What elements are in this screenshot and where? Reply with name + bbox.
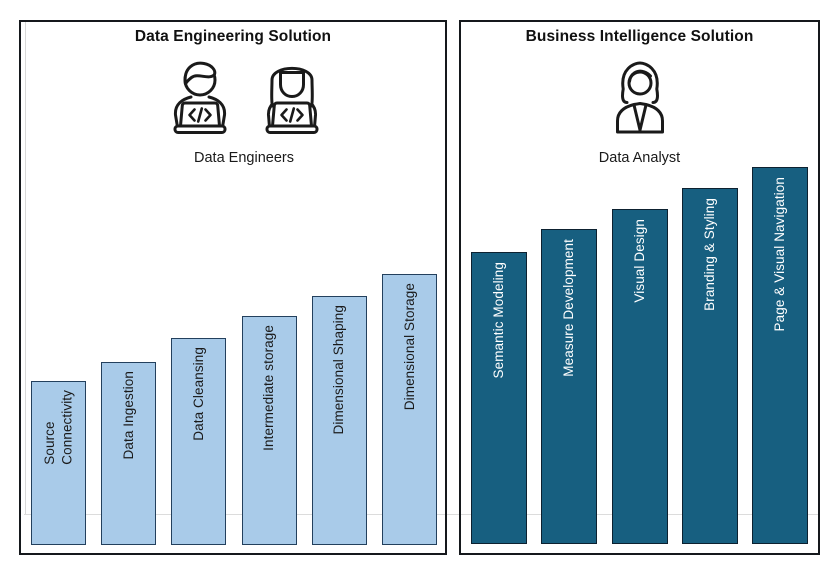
panel-title: Data Engineering Solution — [134, 28, 332, 45]
bar-intermediate-storage: Intermediate storage — [241, 316, 297, 545]
panel-title: Business Intelligence Solution — [525, 28, 754, 45]
engineering-bars: Source Connectivity Data Ingestion Data … — [31, 274, 437, 545]
bar-data-cleansing: Data Cleansing — [171, 338, 227, 545]
bar-branding-styling: Branding & Styling — [681, 188, 738, 544]
bar-data-ingestion: Data Ingestion — [101, 362, 157, 545]
data-engineering-panel: Data Engineering Solution — [19, 20, 447, 555]
analyst-icon-row — [461, 59, 818, 137]
bar-label: Dimensional Shaping — [331, 305, 347, 435]
bar-semantic-modeling: Semantic Modeling — [471, 252, 527, 544]
bar-visual-design: Visual Design — [611, 209, 668, 544]
bar-label: Intermediate storage — [261, 325, 277, 451]
bar-label: Visual Design — [631, 219, 647, 303]
female-analyst-icon — [610, 59, 670, 137]
bi-bars: Semantic Modeling Measure Development Vi… — [471, 167, 808, 544]
bar-label: Source Connectivity — [41, 390, 75, 465]
role-label: Data Engineers — [194, 150, 294, 166]
bar-label: Measure Development — [561, 239, 577, 377]
bar-measure-development: Measure Development — [541, 229, 598, 544]
business-intelligence-panel: Business Intelligence Solution Data Anal… — [459, 20, 820, 555]
bar-label: Branding & Styling — [701, 198, 717, 311]
bar-label: Page & Visual Navigation — [772, 177, 788, 332]
female-coder-icon — [260, 58, 324, 144]
bar-source-connectivity: Source Connectivity — [31, 381, 86, 545]
engineer-icons-row — [32, 58, 456, 144]
bar-label: Semantic Modeling — [491, 262, 507, 379]
role-label: Data Analyst — [598, 150, 681, 166]
male-coder-icon — [164, 58, 236, 144]
bar-page-visual-navigation: Page & Visual Navigation — [752, 167, 808, 544]
bar-dimensional-shaping: Dimensional Shaping — [311, 296, 367, 545]
faint-axis-line — [25, 21, 26, 514]
bar-label: Data Cleansing — [191, 347, 207, 441]
bar-label: Data Ingestion — [120, 371, 136, 460]
bar-label: Dimensional Storage — [401, 283, 417, 411]
bar-dimensional-storage: Dimensional Storage — [381, 274, 437, 545]
